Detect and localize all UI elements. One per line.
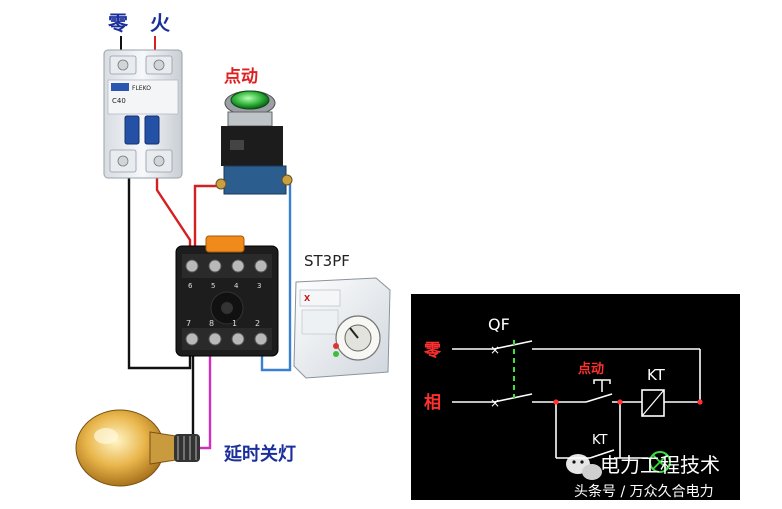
schematic-lamp xyxy=(649,451,671,473)
watermark-subtitle: 头条号 / 万众久合电力 xyxy=(574,483,714,500)
breaker-brand: FLEKO xyxy=(132,85,151,92)
push-button[interactable] xyxy=(215,90,293,195)
pin-top-2: 5 xyxy=(211,282,215,290)
timer-model-label: ST3PF xyxy=(304,252,350,270)
pin-top-1: 6 xyxy=(188,282,193,290)
relay-socket-base: 6 5 4 3 7 8 1 2 xyxy=(175,235,279,357)
schematic-push-button-label: 点动 xyxy=(578,361,604,377)
wechat-icon xyxy=(566,454,602,480)
svg-text:X: X xyxy=(304,294,311,303)
green-button-cap[interactable] xyxy=(230,90,270,110)
pin-bottom-2: 8 xyxy=(209,319,214,328)
pin-bottom-4: 2 xyxy=(255,319,260,328)
svg-text:×: × xyxy=(490,396,500,410)
pin-bottom-1: 7 xyxy=(186,319,191,328)
lamp-switched-wire xyxy=(200,350,212,450)
push-button-label: 点动 xyxy=(224,66,258,87)
pin-bottom-3: 1 xyxy=(232,319,237,328)
pin-top-4: 3 xyxy=(257,282,261,290)
breaker-lever-right[interactable] xyxy=(144,115,160,145)
breaker-lever-left[interactable] xyxy=(124,115,140,145)
watermark: 电力工程技术 头条号 / 万众久合电力 xyxy=(566,453,720,500)
light-bulb xyxy=(75,409,200,487)
schematic-push-button-symbol xyxy=(593,379,611,392)
schematic-neutral-label: 零 xyxy=(423,341,442,361)
schematic-kt-contact-label: KT xyxy=(592,433,608,448)
neutral-label: 零 xyxy=(107,11,129,35)
live-label: 火 xyxy=(150,11,171,35)
schematic-kt-coil xyxy=(641,389,665,417)
timer-relay: X xyxy=(293,277,391,379)
delay-off-light-label: 延时关灯 xyxy=(223,443,296,465)
live-wire-to-button xyxy=(193,184,221,262)
schematic-qf-label: QF xyxy=(488,315,510,334)
svg-text:×: × xyxy=(490,343,500,357)
schematic-panel: QF 零 相 × × xyxy=(411,294,740,500)
watermark-title: 电力工程技术 xyxy=(600,453,720,477)
circuit-breaker: FLEKO C40 xyxy=(103,49,183,179)
breaker-rating: C40 xyxy=(112,97,126,105)
bottom-screws xyxy=(185,332,268,346)
pin-top-3: 4 xyxy=(234,282,239,290)
top-screws xyxy=(185,259,268,273)
schematic-phase-label: 相 xyxy=(424,392,441,413)
schematic-kt-coil-label: KT xyxy=(647,366,666,384)
neutral-wire xyxy=(127,175,192,370)
